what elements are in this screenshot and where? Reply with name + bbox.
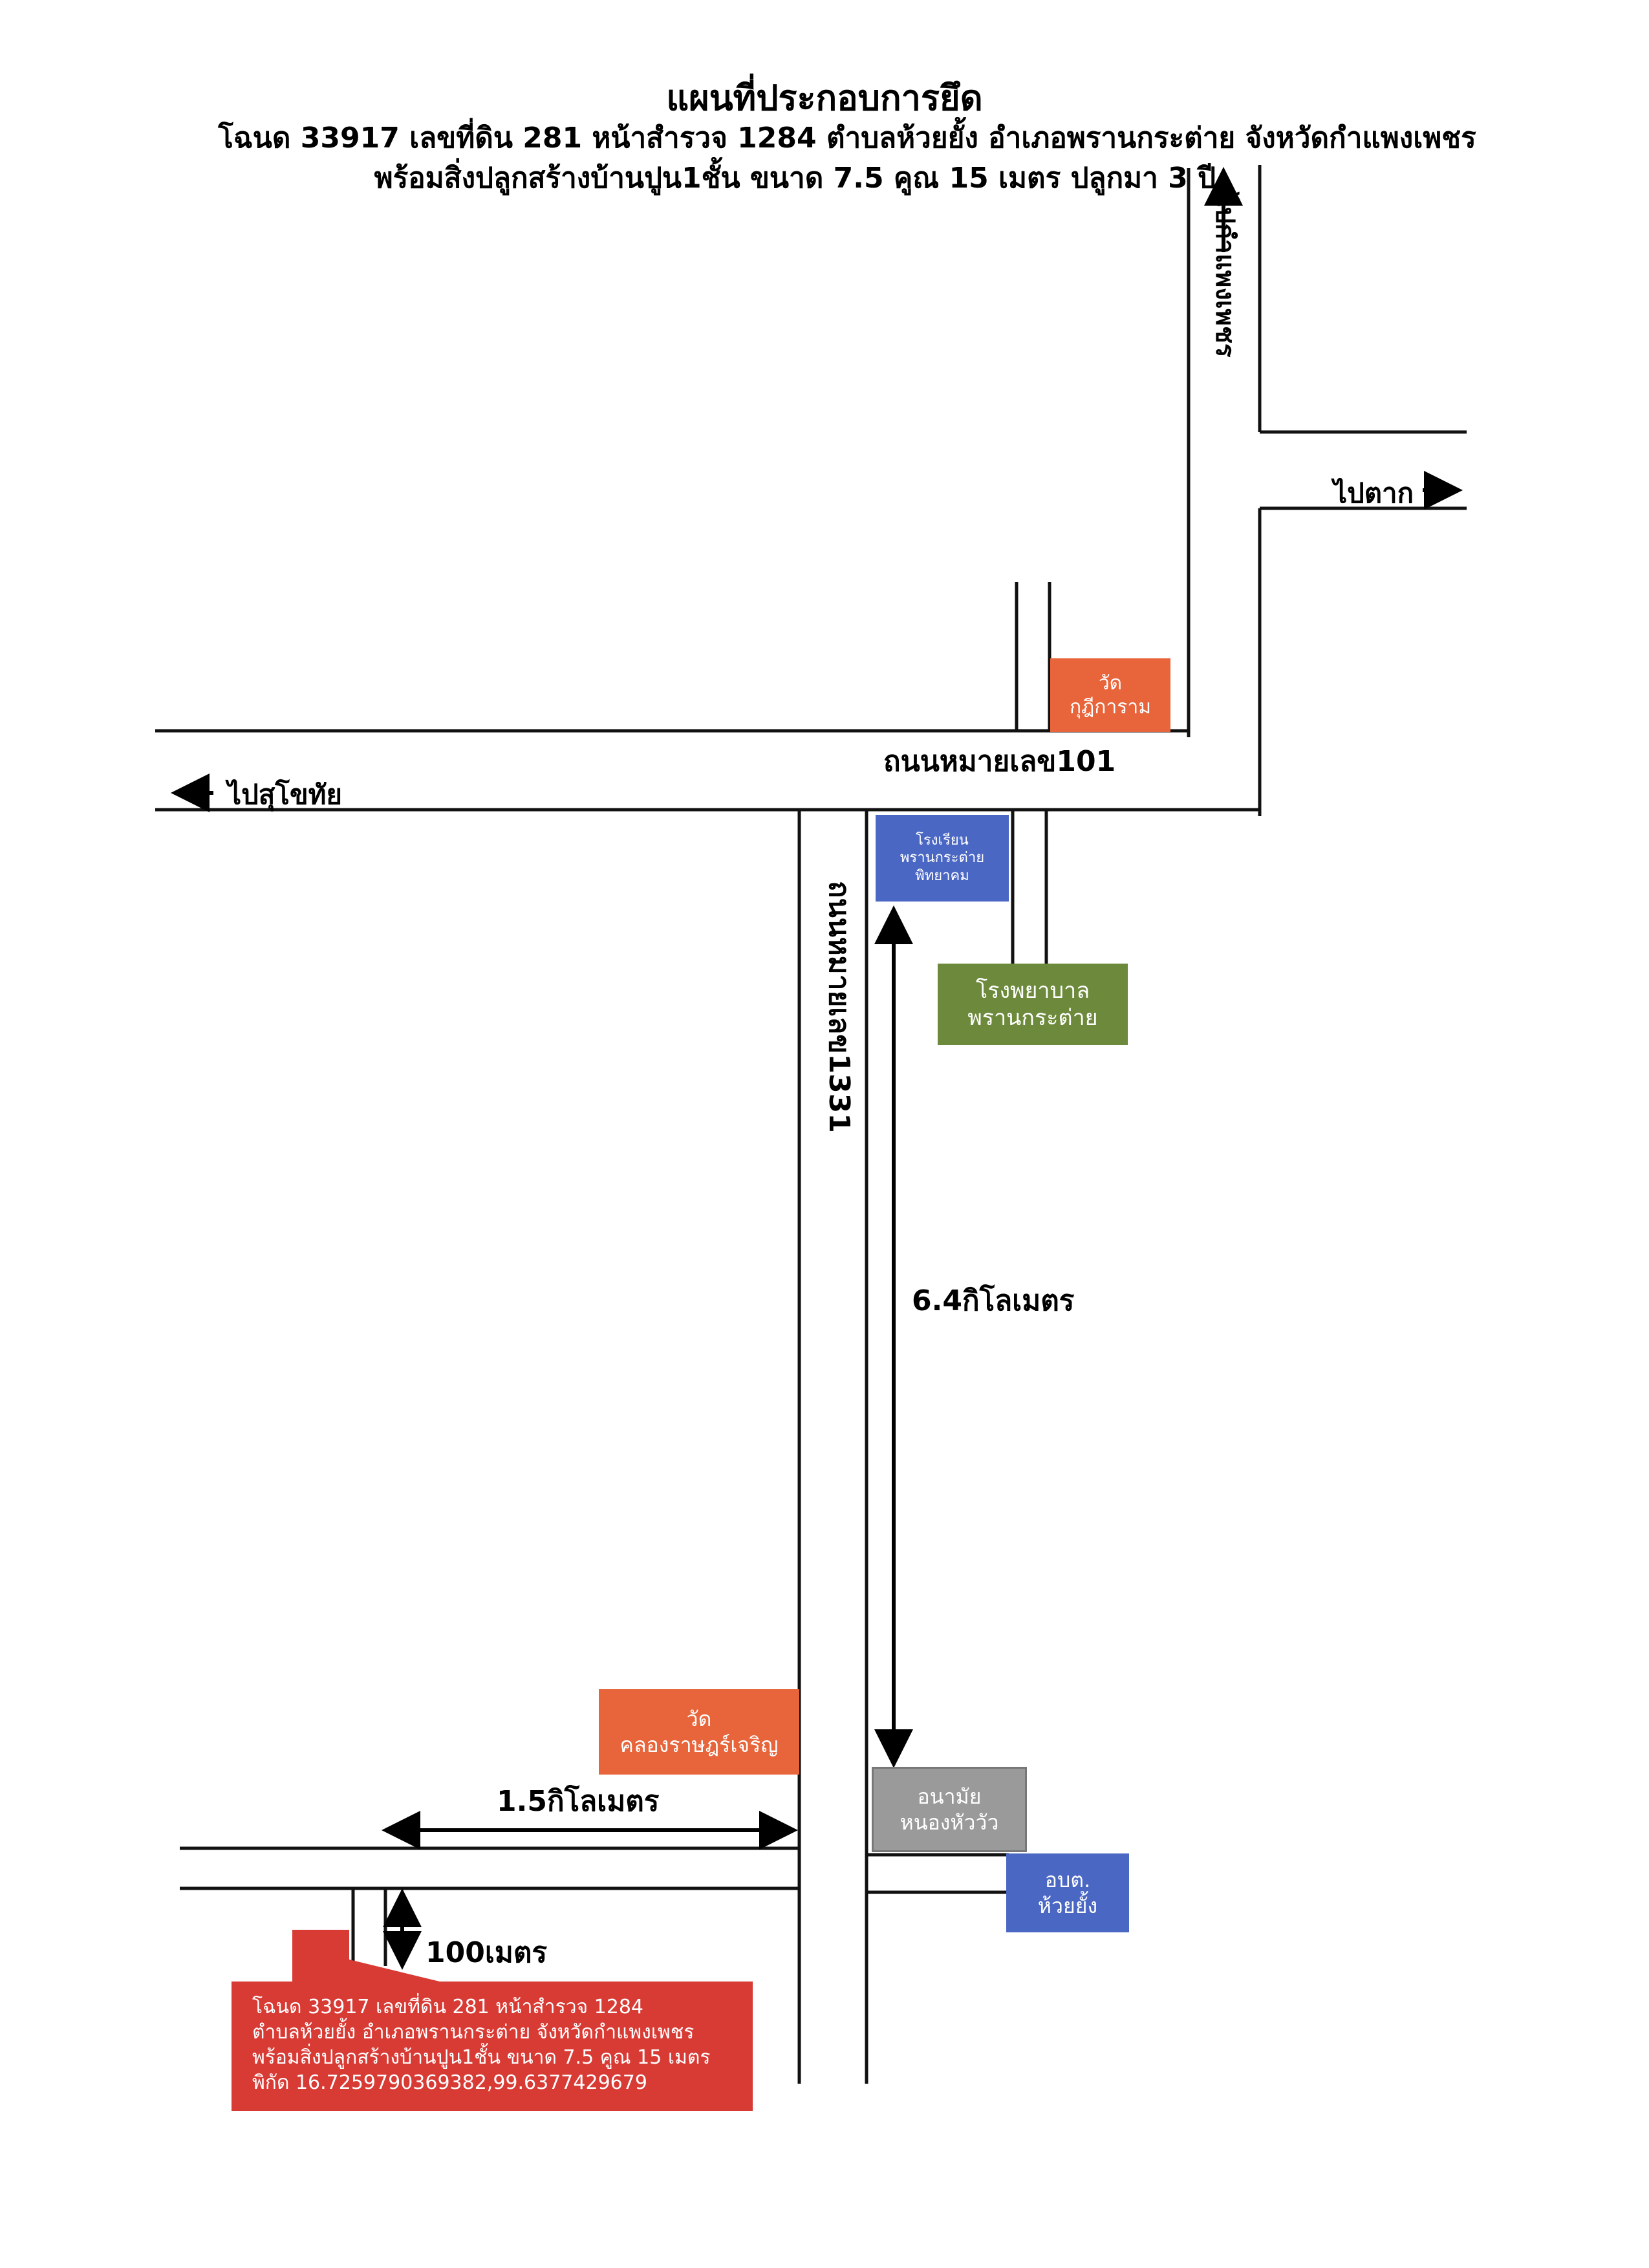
property-deed-line: โฉนด 33917 เลขที่ดิน 281 หน้าสำรวจ 1284	[252, 1996, 643, 2018]
property-pointer	[292, 1930, 440, 1982]
property-location-line: ตำบลห้วยยั้ง อำเภอพรานกระต่าย จังหวัดกำแ…	[252, 2021, 695, 2044]
hospital-line1: โรงพยาบาล	[975, 977, 1090, 1004]
obt-line2: ห้วยยั้ง	[1037, 1894, 1098, 1918]
anamai-line1: อนามัย	[917, 1784, 982, 1809]
wat-kuti-line1: วัด	[1098, 671, 1123, 695]
label-to-kamphaeng-phet: ไปกำแพงเพชร	[1210, 194, 1240, 358]
landmark-obt: อบต. ห้วยยั้ง	[1006, 1853, 1129, 1932]
label-distance-6-4km: 6.4กิโลเมตร	[912, 1284, 1075, 1317]
property-coordinates-line: พิกัด 16.7259790369382,99.6377429679	[252, 2071, 647, 2094]
wat-kuti-line2: กุฎีการาม	[1069, 696, 1152, 718]
title-building-line: พร้อมสิ่งปลูกสร้างบ้านปูน1ชั้น ขนาด 7.5 …	[374, 162, 1216, 195]
landmark-wat-kuti: วัด กุฎีการาม	[1050, 658, 1170, 732]
label-road-101: ถนนหมายเลข101	[883, 745, 1116, 778]
wat-khlong-line1: วัด	[686, 1707, 712, 1731]
hospital-line2: พรานกระต่าย	[967, 1005, 1098, 1031]
landmark-school: โรงเรียน พรานกระต่าย พิทยาคม	[876, 815, 1009, 902]
property-building-line: พร้อมสิ่งปลูกสร้างบ้านปูน1ชั้น ขนาด 7.5 …	[252, 2046, 711, 2069]
wat-khlong-line2: คลองราษฎร์เจริญ	[620, 1733, 779, 1757]
school-line3: พิทยาคม	[915, 867, 969, 884]
school-line1: โรงเรียน	[916, 832, 969, 848]
label-distance-1-5km: 1.5กิโลเมตร	[497, 1785, 660, 1818]
title-deed-line: โฉนด 33917 เลขที่ดิน 281 หน้าสำรวจ 1284 …	[218, 122, 1476, 155]
landmark-hospital: โรงพยาบาล พรานกระต่าย	[938, 964, 1128, 1045]
obt-line1: อบต.	[1044, 1868, 1091, 1892]
label-distance-100m: 100เมตร	[426, 1936, 548, 1969]
landmark-wat-khlong: วัด คลองราษฎร์เจริญ	[599, 1689, 799, 1775]
landmark-anamai: อนามัย หนองหัววัว	[872, 1767, 1027, 1852]
anamai-line2: หนองหัววัว	[900, 1810, 999, 1835]
map-title: แผนที่ประกอบการยึด	[666, 78, 983, 118]
school-line2: พรานกระต่าย	[900, 850, 985, 867]
property-info-box: โฉนด 33917 เลขที่ดิน 281 หน้าสำรวจ 1284 …	[232, 1982, 753, 2111]
label-to-sukhothai: ไปสุโขทัย	[228, 779, 342, 810]
label-road-1331: ถนนหมายเลข1331	[823, 881, 856, 1133]
label-to-tak: ไปตาก	[1333, 477, 1414, 509]
